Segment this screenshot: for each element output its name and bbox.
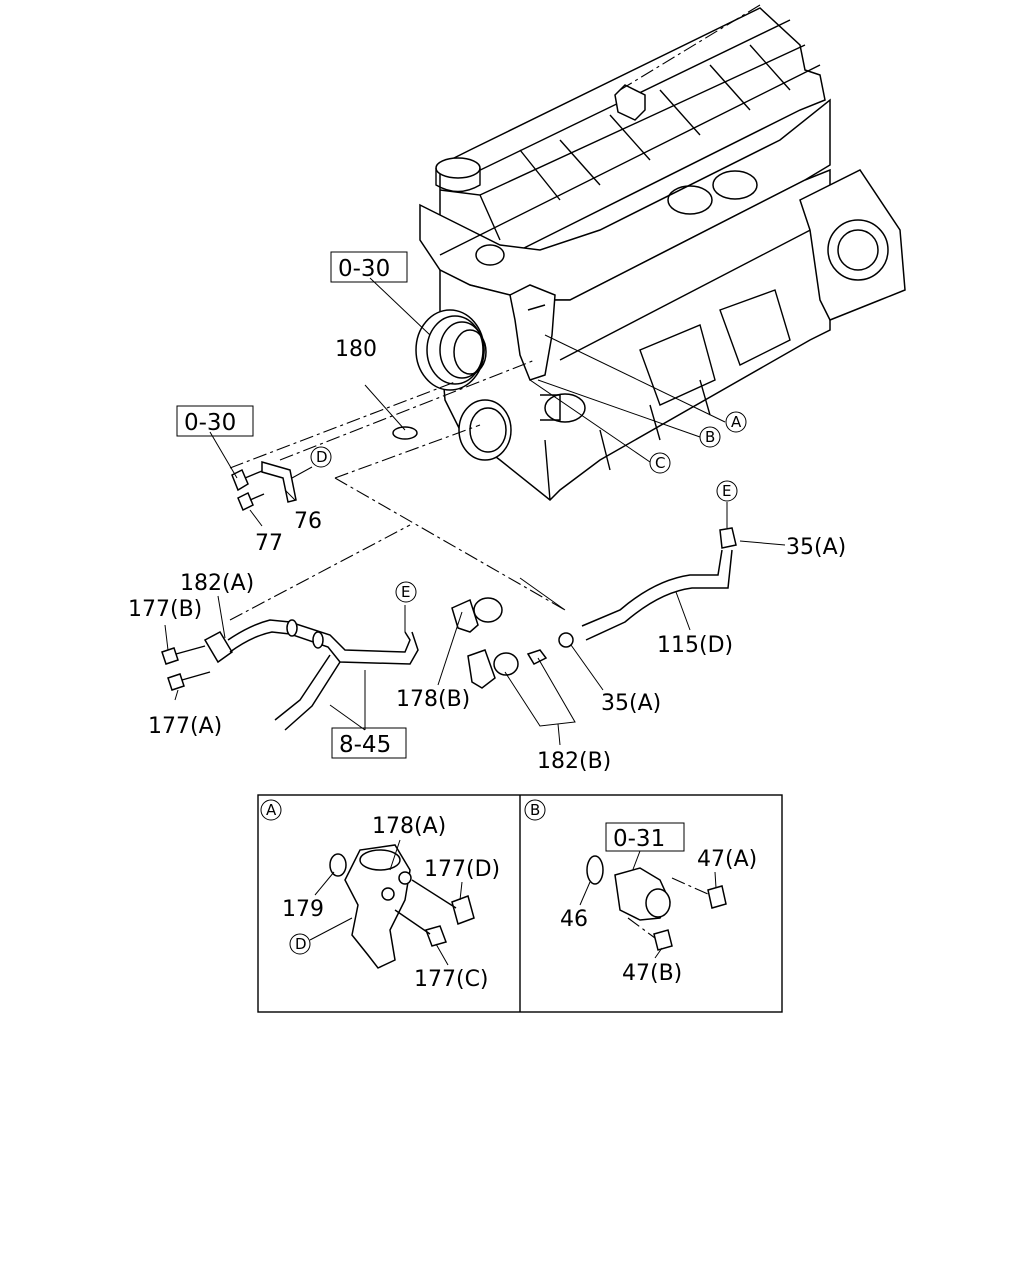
inset-b: B 0-31 46 47(A) 47(B)	[524, 799, 757, 986]
inset-a-marker-circle	[260, 799, 282, 821]
reference-lines	[229, 4, 761, 621]
inset-b-label-47a: 47(A)	[697, 847, 757, 872]
inset-b-marker-circle	[524, 799, 546, 821]
ref-box-8-45	[331, 727, 407, 759]
label-178b: 178(B)	[396, 687, 470, 712]
marker-a: A	[731, 413, 742, 431]
inset-a-marker: A	[266, 801, 277, 819]
inset-a-marker-circle-d	[289, 933, 311, 955]
label-177a: 177(A)	[148, 714, 222, 739]
inset-b-marker: B	[530, 801, 540, 819]
marker-circle-b	[699, 426, 721, 448]
ref-box-0-30-top	[330, 251, 408, 283]
callout-labels: 0-30 0-30 8-45 180 76 77 182(A) 177(B) 1…	[128, 251, 846, 774]
inset-b-label-47b: 47(B)	[622, 961, 682, 986]
inset-a-label-177c: 177(C)	[414, 967, 489, 992]
inset-a: A 178(A) 179 177(D) 177(C) D	[260, 799, 500, 992]
label-182b: 182(B)	[537, 749, 611, 774]
marker-circle-e-top	[716, 480, 738, 502]
marker-e-top: E	[722, 482, 731, 500]
ref-0-30-top: 0-30	[338, 256, 390, 282]
marker-e-left: E	[401, 583, 410, 601]
ref-8-45: 8-45	[339, 732, 391, 758]
label-77: 77	[255, 531, 283, 556]
label-35a-bottom: 35(A)	[601, 691, 661, 716]
marker-d: D	[316, 448, 328, 466]
label-180: 180	[335, 337, 377, 362]
ref-0-30-left: 0-30	[184, 410, 236, 436]
ref-box-0-31	[605, 822, 685, 852]
engine-block-illustration	[415, 7, 906, 502]
label-177b: 177(B)	[128, 597, 202, 622]
label-76: 76	[294, 509, 322, 534]
marker-circle-a	[725, 411, 747, 433]
marker-circle-c	[649, 452, 671, 474]
detail-insets: A 178(A) 179 177(D) 177(C) D B	[257, 794, 783, 1013]
inset-a-label-177d: 177(D)	[424, 857, 500, 882]
ref-box-0-30-left	[176, 405, 254, 437]
inset-a-label-178a: 178(A)	[372, 814, 446, 839]
marker-c: C	[655, 454, 665, 472]
small-parts	[161, 426, 737, 731]
marker-circle-e-left	[395, 581, 417, 603]
label-182a: 182(A)	[180, 571, 254, 596]
inset-a-label-179: 179	[282, 897, 324, 922]
label-115d: 115(D)	[657, 633, 733, 658]
label-35a-top: 35(A)	[786, 535, 846, 560]
marker-b: B	[705, 428, 715, 446]
inset-b-label-46: 46	[560, 907, 588, 932]
ref-0-31: 0-31	[613, 826, 665, 852]
marker-circle-d	[310, 446, 332, 468]
inset-a-marker-d: D	[295, 935, 307, 953]
label-leaders	[164, 277, 786, 746]
